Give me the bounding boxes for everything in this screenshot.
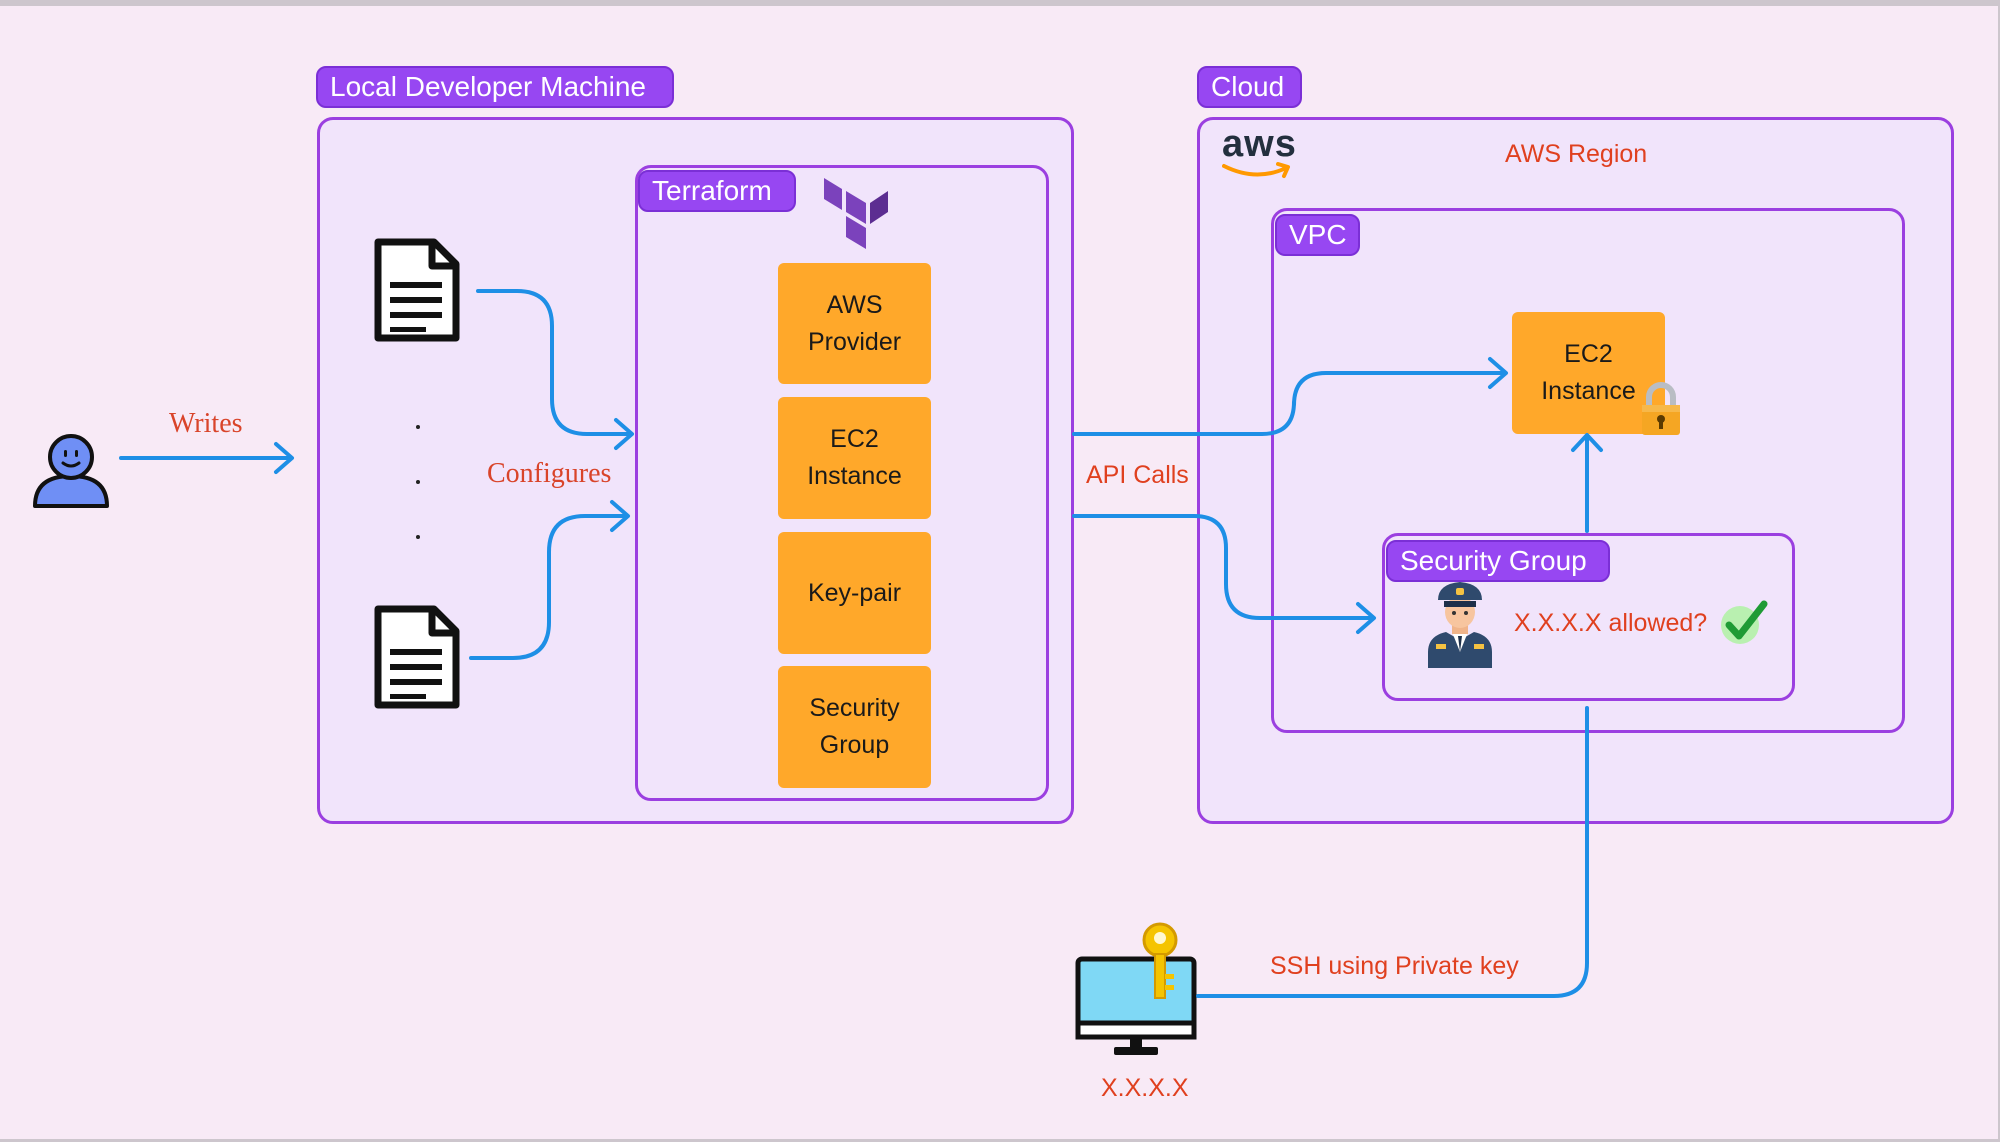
ssh-label: SSH using Private key	[1270, 952, 1519, 980]
api-call-arrow-security-group	[1072, 514, 1374, 620]
window-right-border	[1998, 0, 2000, 1142]
ellipsis-dot	[416, 535, 420, 539]
aws-provider-resource: AWS Provider	[778, 263, 931, 384]
client-ip-label: X.X.X.X	[1101, 1074, 1189, 1102]
writes-label: Writes	[169, 408, 243, 439]
configures-arrow-bottom	[469, 514, 628, 660]
security-check-text: X.X.X.X allowed?	[1514, 609, 1708, 637]
api-call-arrow-ec2	[1072, 371, 1506, 436]
lock-icon	[1642, 382, 1680, 435]
terraform-tag: Terraform	[638, 170, 796, 212]
checkmark-icon	[1721, 600, 1768, 644]
security-guard-icon	[1428, 582, 1492, 668]
key-icon	[1142, 922, 1178, 999]
local-machine-tag: Local Developer Machine	[316, 66, 674, 108]
ellipsis-dot	[416, 480, 420, 484]
aws-logo-icon: aws	[1222, 124, 1302, 184]
api-calls-label: API Calls	[1086, 461, 1189, 489]
ellipsis-dot	[416, 425, 420, 429]
aws-region-label: AWS Region	[1505, 140, 1648, 168]
vpc-tag: VPC	[1275, 214, 1360, 256]
ssh-connector	[1196, 706, 1589, 998]
cloud-tag: Cloud	[1197, 66, 1302, 108]
window-bottom-border	[0, 1139, 2000, 1142]
terraform-logo-icon	[824, 178, 888, 249]
security-group-tag: Security Group	[1386, 540, 1610, 582]
security-group-resource: Security Group	[778, 666, 931, 788]
document-icon	[374, 238, 460, 342]
configures-arrow-top	[476, 289, 632, 436]
ec2-instance: EC2 Instance	[1512, 312, 1665, 434]
user-icon	[33, 434, 109, 508]
window-top-border	[0, 0, 2000, 6]
ec2-instance-resource: EC2 Instance	[778, 397, 931, 519]
configures-label: Configures	[487, 458, 612, 489]
document-icon	[374, 605, 460, 709]
key-pair-resource: Key-pair	[778, 532, 931, 654]
